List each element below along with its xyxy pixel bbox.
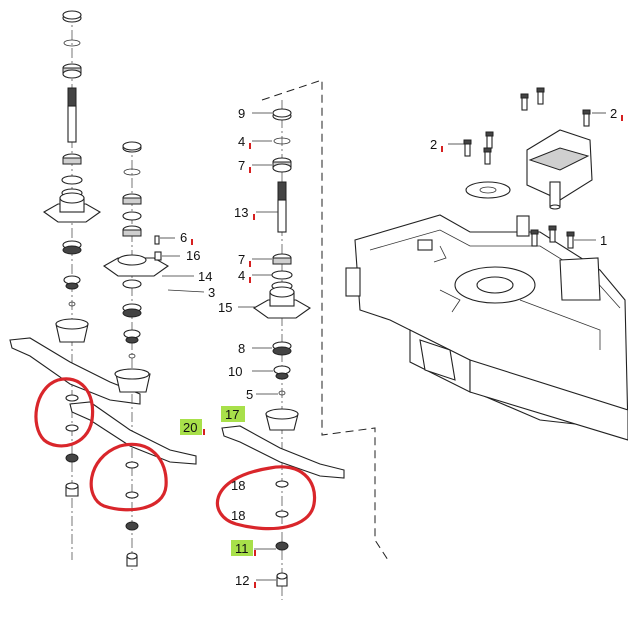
- callout-11: 11: [235, 541, 249, 556]
- left-spindle-stack: [42, 10, 102, 560]
- left-blade: [9, 337, 141, 405]
- callout-20-highlight: [180, 419, 202, 435]
- callout-17: 17: [225, 407, 239, 422]
- center-right-spindle-stack: [252, 100, 312, 600]
- callout-10: 10: [228, 364, 242, 379]
- callout-6: 6: [180, 230, 187, 245]
- middle-blade: [69, 401, 197, 465]
- red-circle-right: [215, 465, 317, 531]
- callout-ticks: [191, 115, 623, 588]
- leader-lines: [160, 112, 606, 581]
- callout-labels: 9 4 7 13 7 4 15 8 10 5 17 20 18 18 11 12…: [180, 106, 617, 588]
- callout-2-left: 2: [430, 137, 437, 152]
- callout-7: 7: [238, 158, 245, 173]
- callout-9: 9: [238, 106, 245, 121]
- callout-1: 1: [600, 233, 607, 248]
- gearbox-assembly: [463, 87, 593, 249]
- red-circle-middle: [89, 442, 168, 512]
- deck-frame: [345, 214, 628, 441]
- callout-2-right: 2: [610, 106, 617, 121]
- callout-7-lower: 7: [238, 252, 245, 267]
- deck-outline: [261, 79, 389, 561]
- callout-14: 14: [198, 269, 212, 284]
- callout-8: 8: [238, 341, 245, 356]
- callout-12: 12: [235, 573, 249, 588]
- callout-13: 13: [234, 205, 248, 220]
- callout-18: 18: [231, 478, 245, 493]
- callout-20: 20: [183, 420, 197, 435]
- callout-4: 4: [238, 134, 245, 149]
- callout-3: 3: [208, 285, 215, 300]
- callout-11-highlight: [231, 540, 253, 556]
- callout-16: 16: [186, 248, 200, 263]
- center-left-spindle-stack: [102, 141, 170, 570]
- right-blade: [221, 425, 345, 479]
- callout-17-highlight: [221, 406, 245, 422]
- callout-15: 15: [218, 300, 232, 315]
- red-circle-left: [34, 377, 95, 448]
- callout-5: 5: [246, 387, 253, 402]
- callout-4-lower: 4: [238, 268, 245, 283]
- callout-18-lower: 18: [231, 508, 245, 523]
